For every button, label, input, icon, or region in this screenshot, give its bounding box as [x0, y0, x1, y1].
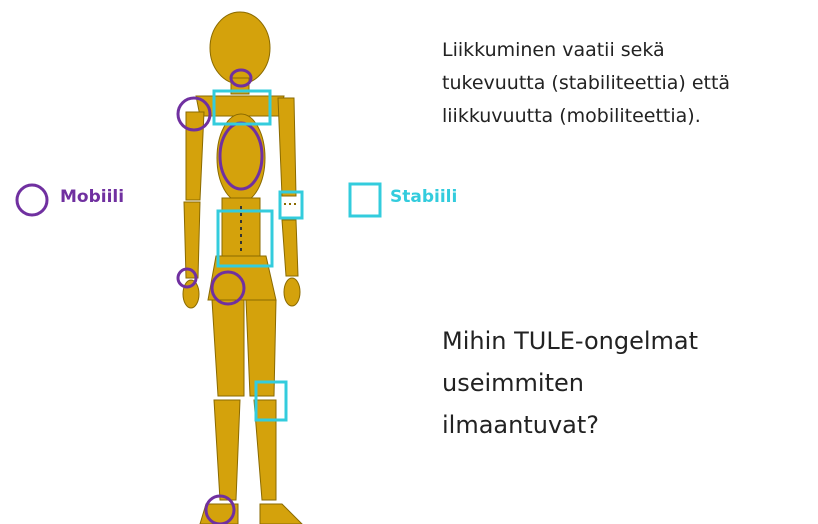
intro-text: Liikkuminen vaatii sekä tukevuutta (stab…	[442, 34, 812, 133]
mobile-legend-label: Mobiili	[60, 187, 124, 207]
figure-right-foot	[260, 504, 302, 524]
figure-left-hand	[183, 280, 199, 308]
question-line: useimmiten	[442, 362, 812, 404]
figure-right-upper-arm	[278, 98, 296, 196]
intro-line: Liikkuminen vaatii sekä	[442, 34, 812, 67]
stable-legend-icon	[350, 184, 380, 216]
figure-left-upper-arm	[186, 112, 204, 200]
figure-right-forearm	[282, 220, 298, 276]
figure-right-hand	[284, 278, 300, 306]
question-line: ilmaantuvat?	[442, 404, 812, 446]
mobile-legend-icon	[17, 185, 47, 215]
figure-head	[210, 12, 270, 84]
figure-left-forearm	[184, 202, 200, 278]
figure-left-shin	[214, 400, 240, 500]
question-line: Mihin TULE-ongelmat	[442, 320, 812, 362]
intro-line: tukevuutta (stabiliteettia) että	[442, 67, 812, 100]
figure-left-thigh	[212, 300, 244, 396]
question-text: Mihin TULE-ongelmat useimmiten ilmaantuv…	[442, 320, 812, 446]
stable-legend-label: Stabiili	[390, 187, 457, 207]
figure-body	[183, 12, 302, 524]
intro-line: liikkuvuutta (mobiliteettia).	[442, 100, 812, 133]
